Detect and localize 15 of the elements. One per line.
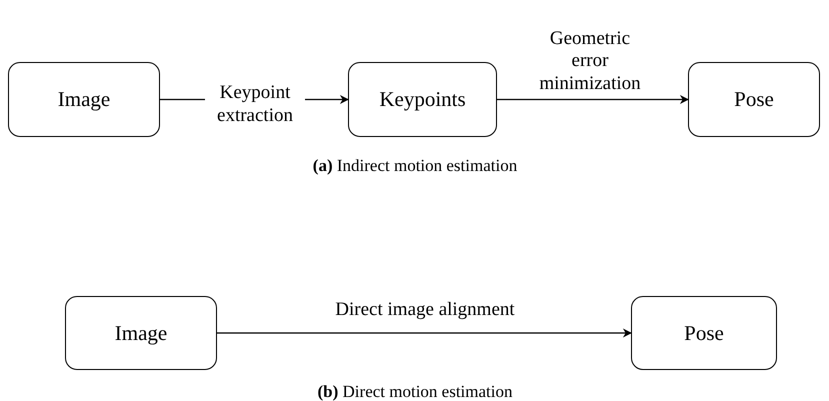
caption: (b) Direct motion estimation	[318, 382, 512, 401]
process-box	[65, 296, 217, 370]
box-label: Keypoints	[379, 87, 466, 112]
box-label: Pose	[684, 320, 724, 346]
arrow	[497, 95, 689, 104]
process-box	[348, 62, 497, 137]
box-label: Image	[114, 320, 168, 346]
process-box	[631, 296, 777, 370]
edge-label: Direct image alignment	[335, 299, 515, 322]
process-box	[8, 62, 160, 137]
process-box	[688, 62, 820, 137]
caption: (a) Indirect motion estimation	[312, 156, 518, 176]
box-label: Image	[58, 87, 110, 112]
arrow	[217, 328, 632, 338]
box-label: Pose	[734, 87, 774, 112]
